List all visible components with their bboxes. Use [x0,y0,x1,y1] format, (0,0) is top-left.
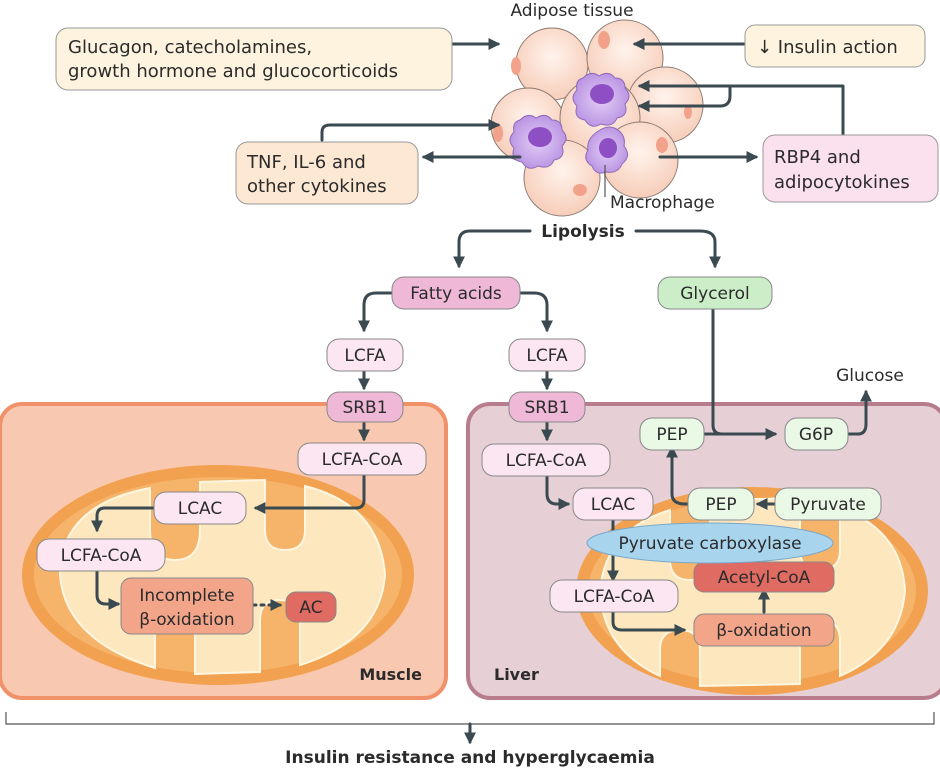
adipose-tissue-illustration [490,19,704,217]
muscle-srb1-node: SRB1 [326,391,404,423]
svg-text:β-oxidation: β-oxidation [139,610,234,630]
muscle-lcfa-coa-mito-node: LCFA-CoA [36,538,166,572]
svg-text:G6P: G6P [799,425,833,445]
svg-text:AC: AC [299,598,322,618]
liver-pyruvate-node: Pyruvate [774,487,882,521]
svg-text:PEP: PEP [656,425,687,445]
svg-text:LCAC: LCAC [178,499,223,519]
svg-text:LCFA-CoA: LCFA-CoA [322,450,403,470]
cytokines-box: TNF, IL-6 and other cytokines [235,141,419,205]
fatty-acids-node: Fatty acids [391,276,521,310]
svg-text:SRB1: SRB1 [524,398,569,418]
liver-acetyl-coa-node: Acetyl-CoA [693,561,835,593]
cytokines-text-2: other cytokines [247,176,387,197]
svg-text:LCAC: LCAC [591,495,636,515]
liver-pep-mito-node: PEP [687,487,755,521]
liver-lcac-node: LCAC [572,487,654,521]
liver-g6p-node: G6P [784,417,849,451]
svg-text:Incomplete: Incomplete [139,586,234,606]
rbp4-text-1: RBP4 and [774,147,861,168]
svg-text:LCFA-CoA: LCFA-CoA [61,546,142,566]
liver-lcfa-coa-cyto-node: LCFA-CoA [481,443,611,477]
svg-text:Pyruvate carboxylase: Pyruvate carboxylase [618,534,801,554]
svg-text:Acetyl-CoA: Acetyl-CoA [718,568,811,588]
glycerol-node: Glycerol [657,276,773,310]
svg-text:Glycerol: Glycerol [680,284,750,304]
liver-label: Liver [494,665,539,684]
cytokines-text-1: TNF, IL-6 and [246,152,366,173]
outcome-label: Insulin resistance and hyperglycaemia [285,748,655,768]
rbp4-box: RBP4 and adipocytokines [762,134,939,203]
hormones-text-2: growth hormone and glucocorticoids [68,61,398,82]
svg-text:LCFA-CoA: LCFA-CoA [506,451,587,471]
liver-lcfa-node: LCFA [508,338,586,372]
svg-text:LCFA: LCFA [526,346,568,366]
insulin-action-box: ↓ Insulin action [744,24,926,68]
connectors [5,38,935,745]
svg-text:PEP: PEP [705,495,736,515]
liver-lcfa-coa-mito-node: LCFA-CoA [549,579,679,613]
glucose-label: Glucose [836,366,904,386]
muscle-incomplete-beta-oxidation-node: Incomplete β-oxidation [120,577,254,635]
adipose-tissue-title: Adipose tissue [510,1,633,21]
svg-text:LCFA: LCFA [344,346,386,366]
lipolysis-label: Lipolysis [541,222,624,242]
muscle-label: Muscle [359,665,422,684]
macrophage-label: Macrophage [610,193,715,213]
liver-srb1-node: SRB1 [508,391,586,423]
liver-pyruvate-carboxylase-node: Pyruvate carboxylase [586,522,834,564]
muscle-lcfa-node: LCFA [326,338,404,372]
muscle-mitochondrion [22,465,414,685]
svg-text:Pyruvate: Pyruvate [790,495,866,515]
hormones-box: Glucagon, catecholamines, growth hormone… [55,27,453,91]
rbp4-text-2: adipocytokines [774,172,910,193]
svg-text:Fatty acids: Fatty acids [410,284,502,304]
insulin-action-text: ↓ Insulin action [757,37,898,58]
svg-text:SRB1: SRB1 [342,398,387,418]
hormones-text-1: Glucagon, catecholamines, [68,37,312,58]
svg-text:LCFA-CoA: LCFA-CoA [574,587,655,607]
liver-beta-oxidation-node: β-oxidation [693,613,835,647]
muscle-lcac-node: LCAC [153,491,247,525]
svg-text:β-oxidation: β-oxidation [716,621,811,641]
muscle-lcfa-coa-cyto-node: LCFA-CoA [297,442,427,476]
liver-pep-cyto-node: PEP [639,417,705,451]
muscle-ac-node: AC [285,591,337,623]
